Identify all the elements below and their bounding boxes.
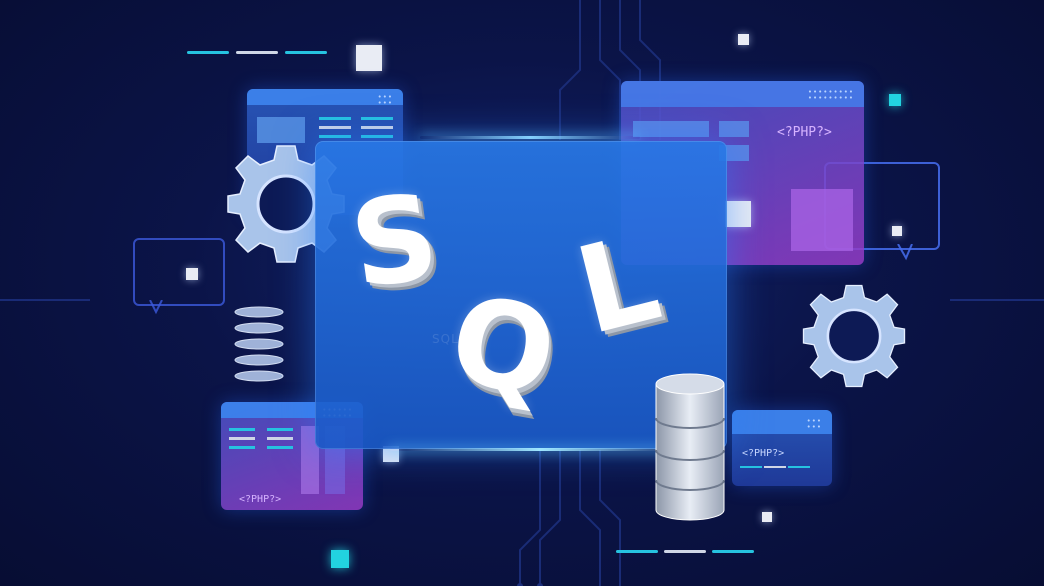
square-deco (738, 34, 749, 45)
window-line (267, 446, 293, 449)
window-line (319, 117, 351, 120)
glow-line (420, 136, 640, 139)
window-block (301, 426, 319, 494)
square-deco (892, 226, 902, 236)
square-deco (762, 512, 772, 522)
chat-bubble-tail-icon (897, 244, 913, 261)
window-line (740, 466, 762, 468)
window-line (229, 428, 255, 431)
window-block (791, 189, 853, 251)
glow-line (390, 448, 690, 451)
window-line (361, 117, 393, 120)
window-line (361, 135, 393, 138)
gear-icon (802, 284, 906, 388)
window-dots: •••••• (806, 417, 822, 431)
window-line (229, 446, 255, 449)
window-line (319, 135, 351, 138)
square-deco (356, 45, 382, 71)
php-tag-label: <?PHP?> (239, 494, 282, 505)
dash-segment (285, 51, 327, 54)
dash-segment (236, 51, 278, 54)
square-deco (186, 268, 198, 280)
php-tag-label: <?PHP?> (742, 448, 785, 459)
square-deco (889, 94, 901, 106)
database-disc-stack-icon (234, 306, 284, 382)
chat-bubble-icon (133, 238, 225, 306)
dash-segment (712, 550, 754, 553)
window-line (764, 466, 786, 468)
watermark-text: SQL (432, 332, 459, 346)
window-line (361, 126, 393, 129)
window-line (267, 437, 293, 440)
chat-bubble-tail-icon (149, 300, 163, 315)
window-block (257, 117, 305, 143)
square-deco (725, 201, 751, 227)
window-block (719, 121, 749, 137)
dash-segment (187, 51, 229, 54)
dash-segment (664, 550, 706, 553)
database-icon (655, 373, 725, 521)
window-line (229, 437, 255, 440)
window-line (319, 126, 351, 129)
code-window: •••••• <?PHP?> (732, 410, 832, 486)
window-line (788, 466, 810, 468)
square-deco (331, 550, 349, 568)
window-block (633, 121, 709, 137)
window-line (267, 428, 293, 431)
dash-segment (616, 550, 658, 553)
window-dots: •••••••••••••••••• (807, 88, 854, 102)
window-dots: •••••• (377, 93, 393, 107)
php-tag-label: <?PHP?> (777, 125, 832, 140)
